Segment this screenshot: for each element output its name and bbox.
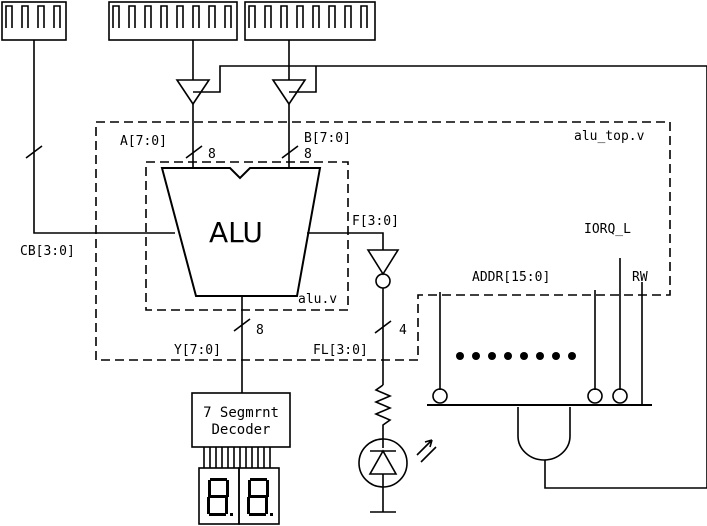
decoder-title: 7 Segmrnt — [203, 405, 279, 421]
alu-label: ALU — [209, 216, 263, 249]
dip-switch-cb — [1, 1, 67, 41]
alu-top-label: alu_top.v — [574, 129, 645, 144]
enable-wire — [193, 65, 707, 93]
ground-wire — [370, 487, 396, 513]
y-width-label: 8 — [256, 323, 264, 338]
resistor-icon — [373, 384, 393, 440]
dip-switch-b — [244, 1, 376, 41]
alu-v-label: alu.v — [298, 292, 337, 307]
b-width-label: 8 — [304, 147, 312, 162]
dip-switch-a — [108, 1, 238, 41]
enable-return-wire — [544, 66, 707, 489]
led-icon — [358, 438, 437, 488]
fl-width-label: 4 — [399, 323, 407, 338]
f-bus-label: F[3:0] — [352, 214, 399, 229]
a-width-label: 8 — [208, 147, 216, 162]
address-bus-interface — [427, 258, 652, 406]
cb-wire — [33, 40, 175, 234]
f-wire — [307, 232, 384, 250]
decoder-box — [191, 392, 291, 448]
iorq-label: IORQ_L — [584, 222, 631, 237]
fl-bus-label: FL[3:0] — [313, 343, 368, 358]
addr-bus-label: ADDR[15:0] — [472, 270, 550, 285]
segment-wires — [203, 447, 271, 468]
a-bus-label: A[7:0] — [120, 134, 167, 149]
cb-bus-label: CB[3:0] — [20, 244, 75, 259]
seven-segment-display-icon — [198, 467, 280, 525]
inverter-icon — [366, 249, 400, 276]
b-bus-label: B[7:0] — [304, 131, 351, 146]
y-bus-label: Y[7:0] — [174, 343, 221, 358]
rw-label: RW — [632, 270, 648, 285]
alu-top-boundary — [95, 121, 671, 361]
and-gate-icon — [517, 407, 571, 461]
alu-v-boundary — [145, 161, 349, 311]
alu-block — [160, 167, 322, 297]
decoder-subtitle: Decoder — [211, 422, 270, 438]
